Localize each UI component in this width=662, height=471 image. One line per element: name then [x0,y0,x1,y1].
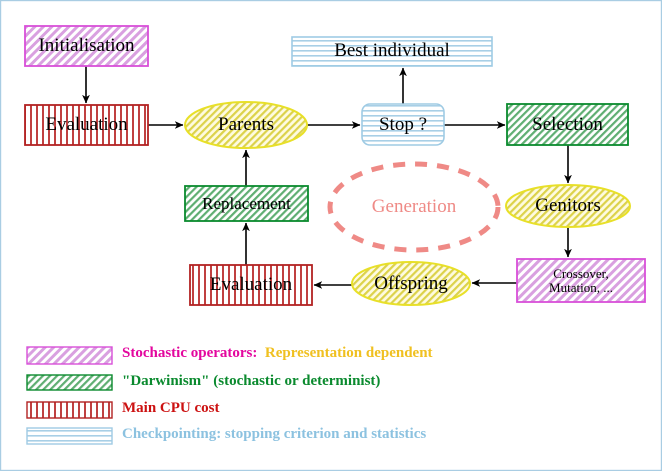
node-generation-boundary [327,161,501,253]
node-label-crossover-mutation: Crossover, Mutation, ... [549,265,613,295]
node-label-initialisation: Initialisation [38,35,135,57]
node-label-best-individual: Best individual [334,40,450,62]
node-stop[interactable] [361,103,445,146]
node-genitors[interactable] [505,184,631,228]
node-label-replacement: Replacement [202,193,291,213]
node-crossover-mutation[interactable] [516,258,646,303]
legend-label-stochastic-operators: Stochastic operators: [122,345,258,361]
node-label-evaluation-bottom: Evaluation [209,274,293,296]
node-offspring[interactable] [351,261,471,306]
legend-swatch-blue-horizontal [26,427,113,445]
legend-label-darwinism: "Darwinism" (stochastic or determinist) [122,373,381,389]
legend-row-stochastic: Stochastic operators: Representation dep… [122,345,433,362]
legend-label-main-cpu-cost: Main CPU cost [122,400,220,416]
node-label-stop: Stop ? [378,113,428,135]
node-replacement[interactable] [184,185,309,222]
legend-label-representation-dependent: Representation dependent [264,345,433,361]
node-initialisation[interactable] [24,25,149,67]
node-parents[interactable] [184,101,308,149]
legend-swatch-red-vertical [26,401,113,419]
node-label-offspring: Offspring [374,272,448,294]
node-best-individual[interactable] [291,36,493,67]
node-evaluation-bottom[interactable] [189,264,313,306]
node-selection[interactable] [506,103,629,146]
legend-label-checkpointing: Checkpointing: stopping criterion and st… [122,426,427,442]
node-label-selection: Selection [532,113,603,135]
node-evaluation-top[interactable] [24,104,149,146]
legend-swatch-green-hatch [26,374,113,391]
node-label-evaluation-top: Evaluation [45,114,128,136]
node-label-generation: Generation [371,196,457,218]
node-label-parents: Parents [218,114,274,136]
node-label-genitors: Genitors [535,195,601,217]
legend-swatch-magenta-hatch [26,346,113,365]
